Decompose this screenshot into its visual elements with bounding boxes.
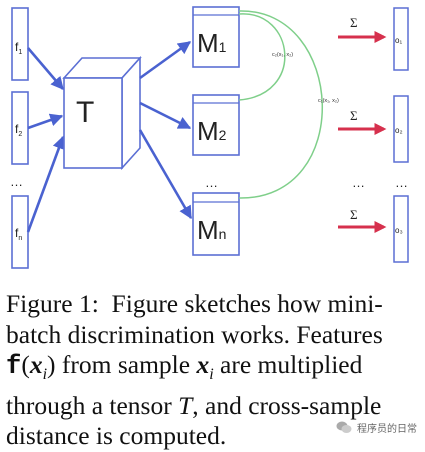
figure-label: Figure 1: xyxy=(6,289,99,318)
caption-end: are multiplied xyxy=(220,350,363,379)
svg-text:o₁: o₁ xyxy=(395,36,402,45)
watermark: 程序员的日常 xyxy=(336,420,417,435)
matrix-ellipsis: … xyxy=(205,175,218,190)
input-fn: fn xyxy=(11,195,29,269)
sum-arrow-3: Σ xyxy=(338,207,387,233)
svg-text:o₃: o₃ xyxy=(395,226,403,235)
sum-arrow-1: Σ xyxy=(338,15,387,43)
output-ellipsis: … xyxy=(395,175,408,190)
svg-text:o₂: o₂ xyxy=(395,126,403,135)
figure-caption: Figure 1: Figure sketches how mini- batc… xyxy=(6,289,422,452)
distance-label-1: c₂(x₁, x₂) xyxy=(272,52,293,58)
input-f1: f1 xyxy=(11,7,29,81)
sum-ellipsis: … xyxy=(352,175,365,190)
tensor-label: T xyxy=(76,96,94,129)
caption-line-4: through a tensor T, and cross-sample xyxy=(6,391,422,422)
output-o1: o₁ xyxy=(393,7,409,71)
svg-text:Σ: Σ xyxy=(350,15,358,30)
caption-arg-sub: i xyxy=(42,366,48,384)
input-arrows xyxy=(26,47,66,233)
caption-line-4a: through a tensor xyxy=(6,390,172,420)
caption-line-1: Figure 1: Figure sketches how mini- xyxy=(6,289,422,320)
wechat-icon xyxy=(336,421,352,433)
caption-var: x xyxy=(196,350,210,379)
output-o2: o₂ xyxy=(393,95,409,163)
matrix-mn: Mn xyxy=(192,192,240,256)
distance-arcs xyxy=(238,10,323,199)
output-o3: o₃ xyxy=(393,195,409,263)
svg-text:Mn: Mn xyxy=(197,215,226,245)
matrix-m2: M2 xyxy=(192,94,240,156)
svg-text:fn: fn xyxy=(15,226,22,242)
svg-text:Σ: Σ xyxy=(350,108,358,123)
input-ellipsis: … xyxy=(10,174,23,189)
tensor-arrows xyxy=(138,40,193,220)
input-f2: f2 xyxy=(11,91,29,165)
svg-text:M2: M2 xyxy=(197,116,227,146)
minibatch-diagram: f1 f2 … fn T M1 M2 … Mn xyxy=(10,6,409,269)
svg-text:f1: f1 xyxy=(15,40,22,56)
sum-arrow-2: Σ xyxy=(338,108,387,135)
tensor-t-box xyxy=(62,55,142,171)
caption-line-4b: , and cross-sample xyxy=(192,390,382,420)
distance-label-2: c₁(x₁, x₂) xyxy=(318,98,339,104)
caption-func: f xyxy=(6,352,22,381)
svg-text:M1: M1 xyxy=(197,28,227,58)
svg-text:Σ: Σ xyxy=(350,207,358,222)
caption-var-sub: i xyxy=(209,366,214,384)
watermark-text: 程序员的日常 xyxy=(357,424,417,435)
caption-mid: from sample xyxy=(61,350,191,379)
caption-arg: x xyxy=(29,350,43,379)
caption-tensor-var: T xyxy=(178,390,193,420)
caption-line-2: batch discrimination works. Features xyxy=(6,319,383,349)
caption-line-3: f(xi) from sample xi are multiplied xyxy=(6,350,363,384)
matrix-m1: M1 xyxy=(192,6,240,68)
caption-line-1-text: Figure sketches how mini- xyxy=(111,289,383,318)
svg-text:f2: f2 xyxy=(15,122,22,138)
